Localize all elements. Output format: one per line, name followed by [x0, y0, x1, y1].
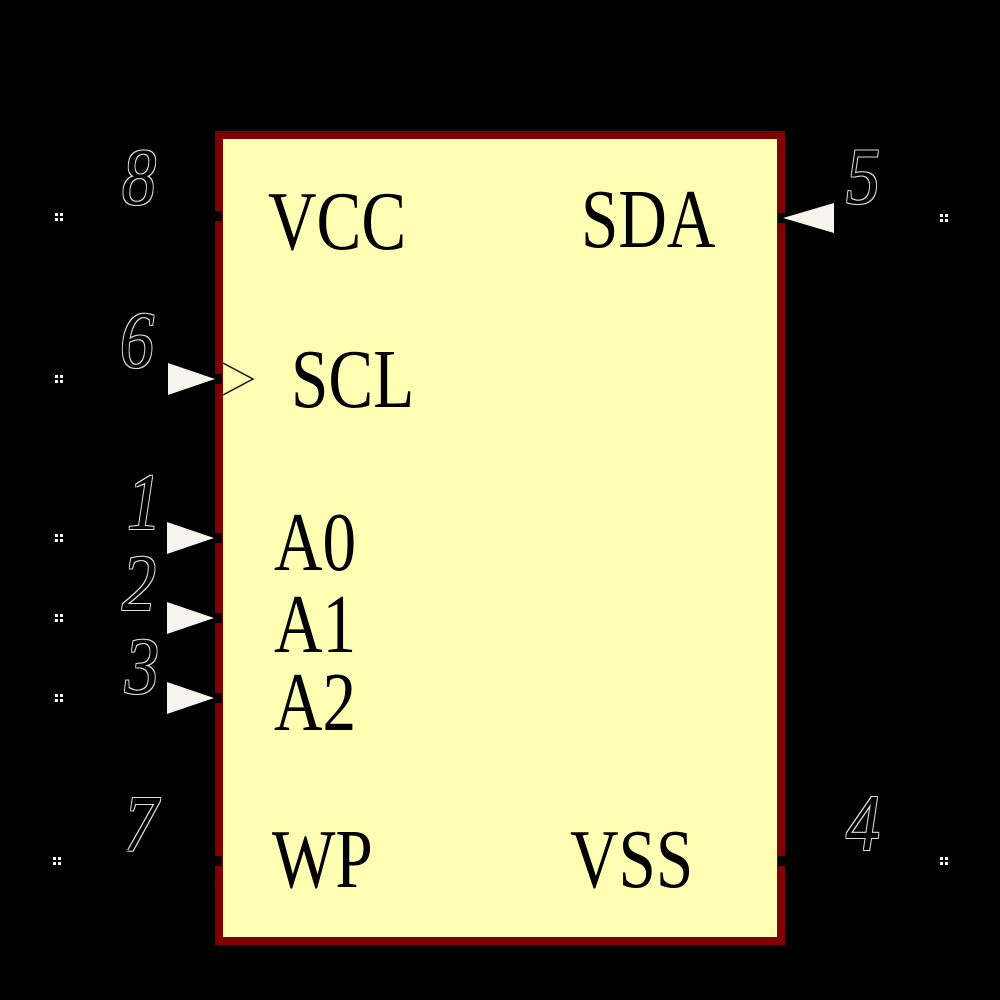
pin-label-vcc: VCC: [268, 175, 407, 268]
pin-label-a0: A0: [274, 496, 357, 589]
pin-wire-vss[interactable]: [785, 860, 942, 862]
pin-stub-scl[interactable]: [211, 374, 222, 384]
pin-end-marker-wp[interactable]: [53, 857, 56, 860]
pin-number-vss: 4: [846, 780, 880, 868]
pin-wire-scl[interactable]: [58, 378, 215, 380]
input-arrow-icon-a2: [167, 682, 214, 714]
pin-end-marker-vss[interactable]: [940, 857, 943, 860]
pin-number-a1: 2: [122, 540, 156, 628]
pin-wire-a1[interactable]: [58, 617, 215, 619]
pin-label-wp: WP: [272, 813, 373, 906]
pin-end-marker-a2[interactable]: [55, 694, 58, 697]
input-arrow-icon-a0: [167, 522, 214, 554]
pin-end-marker-a0[interactable]: [55, 534, 58, 537]
pin-label-scl: SCL: [291, 333, 415, 426]
pin-number-wp: 7: [124, 781, 158, 869]
pin-stub-vss[interactable]: [778, 856, 789, 866]
pin-end-marker-scl[interactable]: [55, 375, 58, 378]
pin-number-vcc: 8: [122, 134, 156, 222]
pin-label-a1: A1: [274, 578, 357, 671]
pin-stub-wp[interactable]: [211, 856, 222, 866]
input-arrow-icon-scl: [168, 363, 215, 395]
pin-wire-sda[interactable]: [785, 217, 942, 219]
pin-label-vss: VSS: [570, 813, 694, 906]
pin-label-a2: A2: [274, 656, 357, 749]
pin-stub-a1[interactable]: [211, 613, 222, 623]
pin-stub-a0[interactable]: [211, 533, 222, 543]
pin-wire-wp[interactable]: [58, 860, 215, 862]
pin-wire-a0[interactable]: [58, 537, 215, 539]
pin-wire-vcc[interactable]: [58, 215, 215, 217]
pin-end-marker-vcc[interactable]: [55, 213, 58, 216]
pin-label-sda: SDA: [581, 173, 716, 266]
pin-number-a0: 1: [127, 459, 161, 547]
input-arrow-icon-sda: [783, 203, 834, 233]
pin-number-a2: 3: [125, 623, 159, 711]
pin-stub-vcc[interactable]: [211, 211, 222, 221]
pin-number-sda: 5: [846, 133, 880, 221]
pin-number-scl: 6: [120, 297, 154, 385]
pin-end-marker-sda[interactable]: [940, 214, 943, 217]
pin-stub-a2[interactable]: [211, 693, 222, 703]
ic-symbol-body[interactable]: [215, 131, 785, 945]
clock-symbol-icon: [223, 362, 255, 396]
pin-wire-a2[interactable]: [58, 697, 215, 699]
input-arrow-icon-a1: [167, 602, 214, 634]
pin-end-marker-a1[interactable]: [55, 614, 58, 617]
